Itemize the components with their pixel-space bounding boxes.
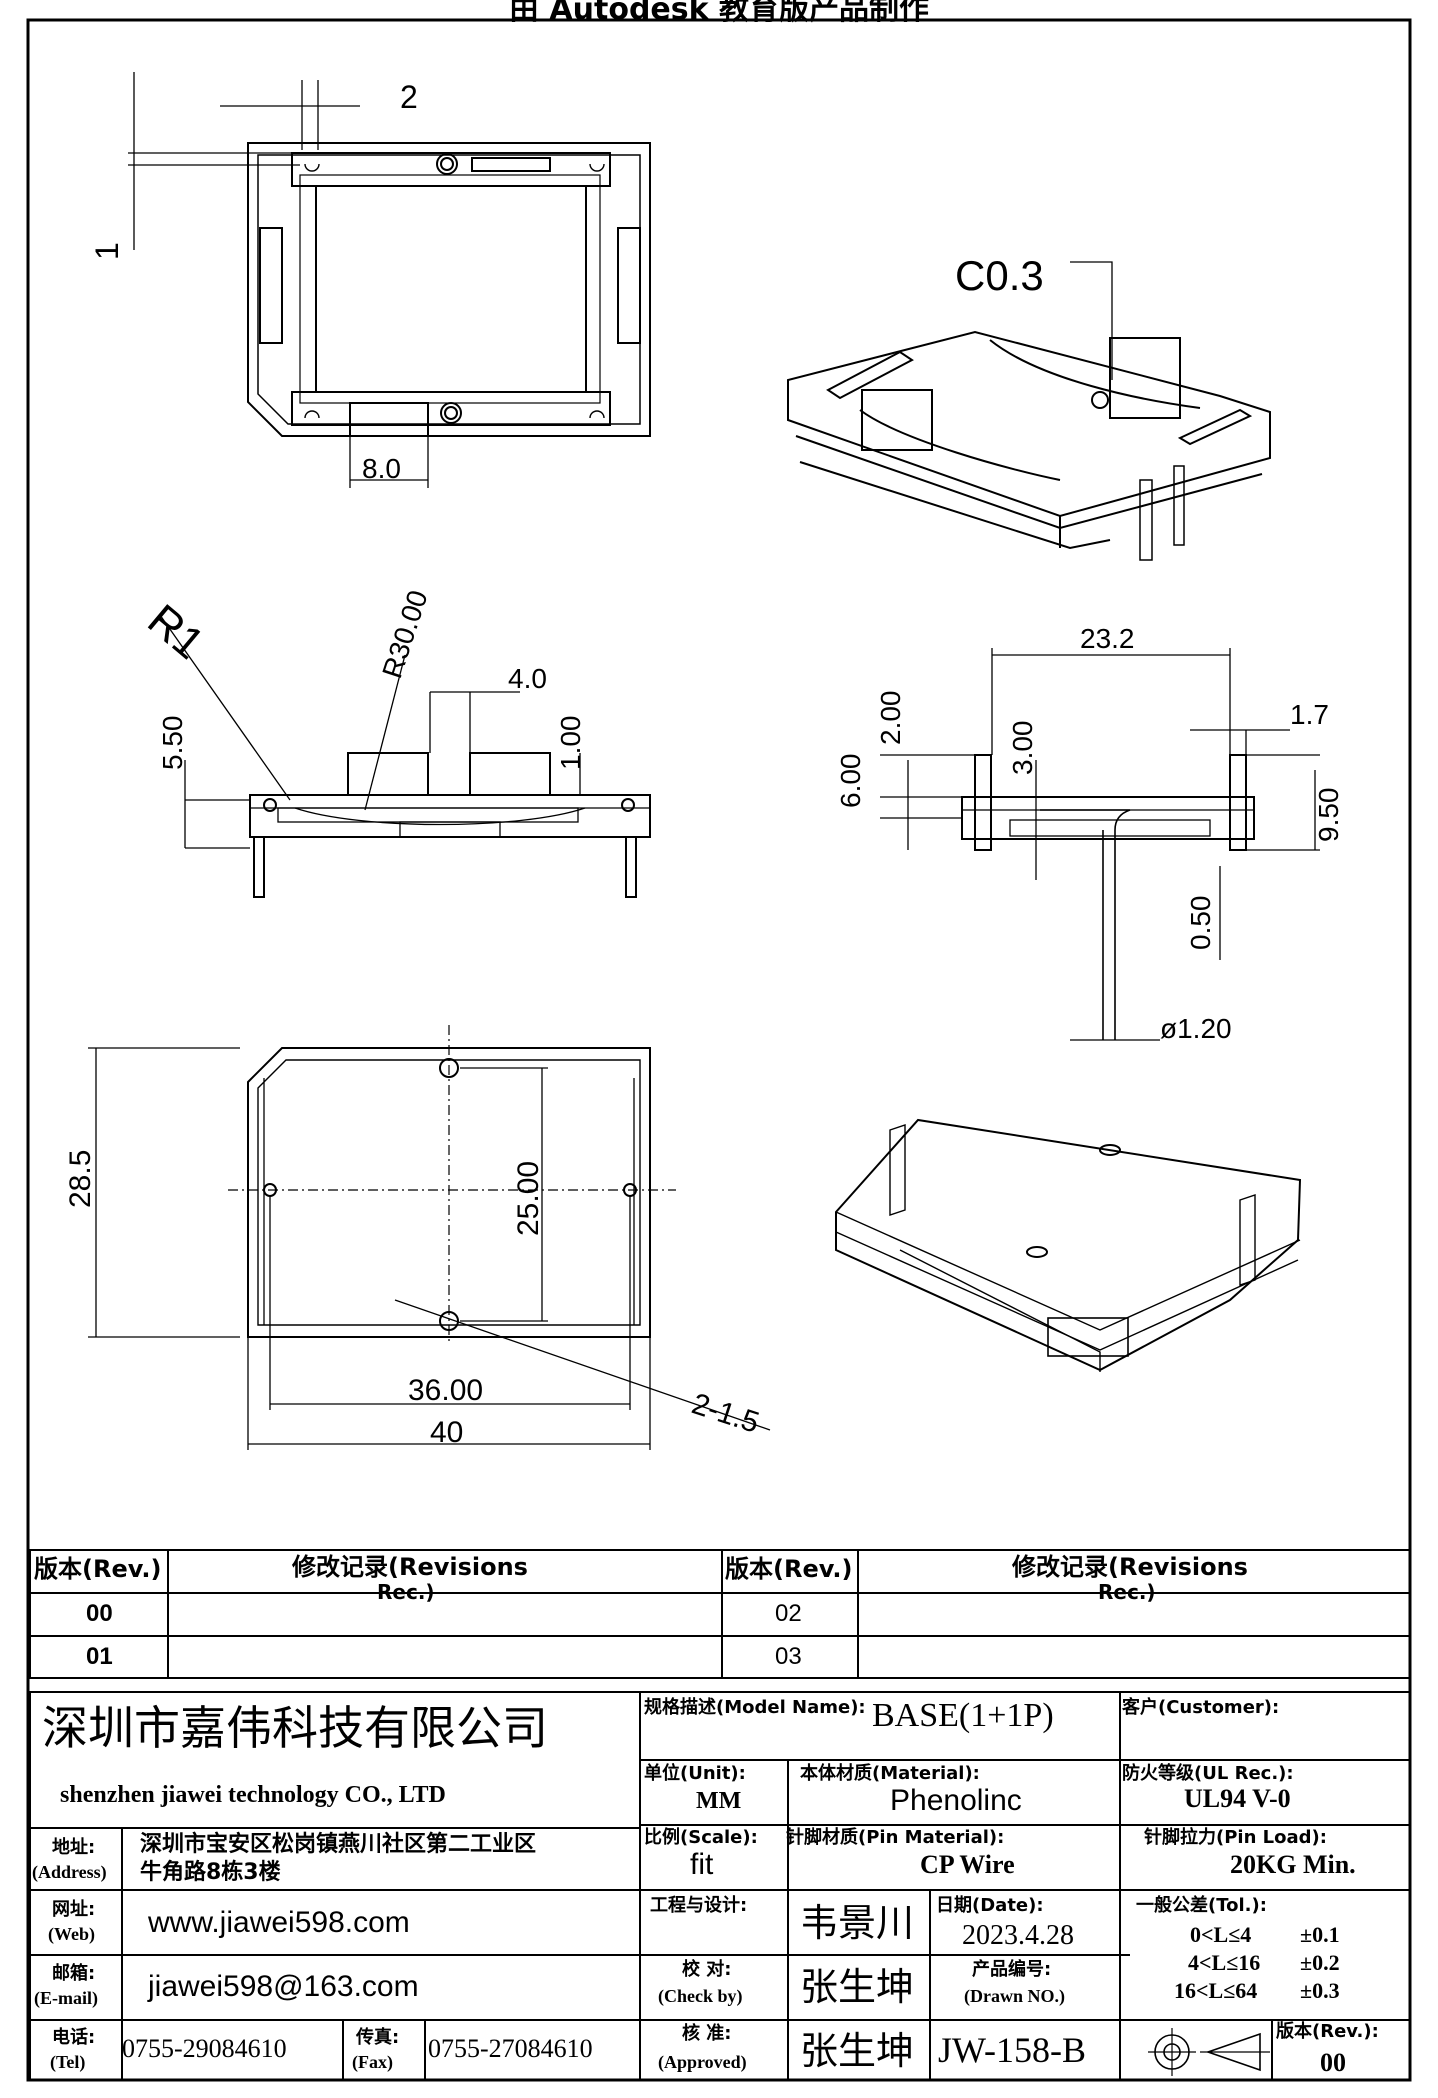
approve-label: 核 准:: [682, 2023, 732, 2044]
address-label: 地址:: [52, 1837, 96, 1858]
dim-holes: 2-1.5: [688, 1387, 763, 1440]
checker-name: 张生坤: [800, 1965, 915, 2009]
date-value: 2023.4.28: [962, 1920, 1074, 1951]
iso-top-view: [787, 261, 1271, 561]
pin-load-label: 针脚拉力(Pin Load):: [1144, 1827, 1327, 1848]
dim-bottom-width: 40: [430, 1416, 463, 1449]
rev-header-right: 版本(Rev.): [725, 1555, 853, 1583]
dim-pin: ø1.20: [1160, 1013, 1232, 1044]
dim-end-f: 0.50: [1185, 896, 1216, 951]
address-line-1: 深圳市宝安区松岗镇燕川社区第二工业区: [140, 1832, 537, 1857]
tel-label-en: (Tel): [50, 2052, 86, 2072]
model-label: 规格描述(Model Name):: [644, 1697, 866, 1718]
dim-radius-large: R30.00: [376, 586, 433, 681]
tol-value-2: ±0.2: [1300, 1950, 1340, 1975]
approve-label-en: (Approved): [658, 2052, 747, 2072]
rev-records-header-left-b: Rec.): [377, 1580, 435, 1604]
rev-row-00: 00: [86, 1600, 113, 1627]
dim-offset: 1: [89, 242, 125, 260]
model-name: BASE(1+1P): [872, 1697, 1054, 1734]
drawn-no-label: 产品编号:: [972, 1959, 1052, 1980]
web-label-en: (Web): [48, 1924, 95, 1944]
dim-end-width: 23.2: [1080, 623, 1135, 654]
drawn-no-label-en: (Drawn NO.): [964, 1986, 1065, 2006]
pin-material-value: CP Wire: [920, 1850, 1015, 1879]
rev-value: 00: [1320, 2048, 1346, 2077]
pin-load-value: 20KG Min.: [1230, 1850, 1356, 1879]
dim-tab-width: 8.0: [362, 453, 401, 484]
rev-row-02: 02: [775, 1600, 802, 1627]
company-name-en: shenzhen jiawei technology CO., LTD: [60, 1782, 446, 1808]
title-block: [29, 1691, 1411, 2081]
web-address: www.jiawei598.com: [148, 1906, 410, 1939]
ul-label: 防火等级(UL Rec.):: [1122, 1763, 1294, 1784]
scale-value: fit: [690, 1848, 714, 1881]
dim-end-d: 1.7: [1290, 699, 1329, 730]
fax-number: 0755-27084610: [428, 2034, 593, 2063]
address-label-en: (Address): [32, 1862, 107, 1882]
tol-range-1: 0<L≤4: [1190, 1922, 1252, 1947]
tel-number: 0755-29084610: [122, 2034, 287, 2063]
tol-value-3: ±0.3: [1300, 1978, 1340, 2003]
dim-step: 1.00: [555, 716, 586, 771]
tolerance-label: 一般公差(Tol.):: [1136, 1895, 1267, 1916]
rev-row-01: 01: [86, 1643, 113, 1670]
email-label-en: (E-mail): [34, 1988, 98, 2008]
dim-pitch-v: 25.00: [512, 1161, 545, 1236]
tol-value-1: ±0.1: [1300, 1922, 1340, 1947]
dim-pitch-h: 36.00: [408, 1374, 483, 1407]
unit-value: MM: [696, 1788, 742, 1814]
side-view: [159, 614, 651, 898]
rev-records-header-right: 修改记录(Revisions: [1012, 1553, 1248, 1581]
dim-bottom-height: 28.5: [64, 1150, 97, 1208]
unit-label: 单位(Unit):: [644, 1763, 746, 1784]
rev-header-left: 版本(Rev.): [34, 1555, 162, 1583]
web-label: 网址:: [52, 1899, 96, 1920]
dim-gap: 2: [400, 79, 418, 115]
rev-row-03: 03: [775, 1643, 802, 1670]
dim-end-c: 6.00: [835, 754, 866, 809]
tol-range-3: 16<L≤64: [1174, 1978, 1258, 2003]
rev-records-header-right-b: Rec.): [1098, 1580, 1156, 1604]
material-value: Phenolinc: [890, 1784, 1022, 1817]
pin-material-label: 针脚材质(Pin Material):: [786, 1827, 1005, 1848]
ul-value: UL94 V-0: [1184, 1784, 1291, 1813]
iso-bottom-view: [835, 1118, 1302, 1372]
address-line-2: 牛角路8栋3楼: [140, 1860, 281, 1885]
check-label-en: (Check by): [658, 1986, 743, 2006]
banner-text: 由 Autodesk 教育版产品制作: [508, 0, 930, 27]
revision-table: [29, 1549, 1411, 1679]
dim-tab-width-side: 4.0: [508, 663, 547, 694]
top-view: [128, 72, 651, 488]
rev-label: 版本(Rev.):: [1276, 2021, 1379, 2042]
dim-end-b: 3.00: [1007, 721, 1038, 776]
fax-label-en: (Fax): [352, 2052, 393, 2072]
design-label: 工程与设计:: [650, 1895, 748, 1916]
rev-records-header-left: 修改记录(Revisions: [292, 1553, 528, 1581]
drawing-number: JW-158-B: [938, 2030, 1086, 2070]
fax-label: 传真:: [356, 2027, 400, 2048]
dim-chamfer: C0.3: [955, 252, 1044, 299]
designer-name: 韦景川: [800, 1901, 915, 1945]
end-view: [880, 648, 1320, 1041]
tel-label: 电话:: [52, 2027, 96, 2048]
date-label: 日期(Date):: [936, 1895, 1044, 1916]
email-address: jiawei598@163.com: [148, 1970, 419, 2003]
dim-end-a: 2.00: [875, 691, 906, 746]
material-label: 本体材质(Material):: [800, 1763, 980, 1784]
dim-radius-small: R1: [139, 595, 214, 669]
email-label: 邮箱:: [52, 1963, 96, 1984]
approver-name: 张生坤: [800, 2029, 915, 2073]
dim-end-e: 9.50: [1313, 788, 1344, 843]
bottom-view: [88, 1025, 771, 1450]
customer-label: 客户(Customer):: [1122, 1697, 1280, 1718]
company-name-cn: 深圳市嘉伟科技有限公司: [42, 1701, 548, 1755]
check-label: 校 对:: [682, 1959, 732, 1980]
tol-range-2: 4<L≤16: [1188, 1950, 1261, 1975]
dim-height-total: 5.50: [157, 716, 188, 771]
scale-label: 比例(Scale):: [644, 1827, 758, 1848]
